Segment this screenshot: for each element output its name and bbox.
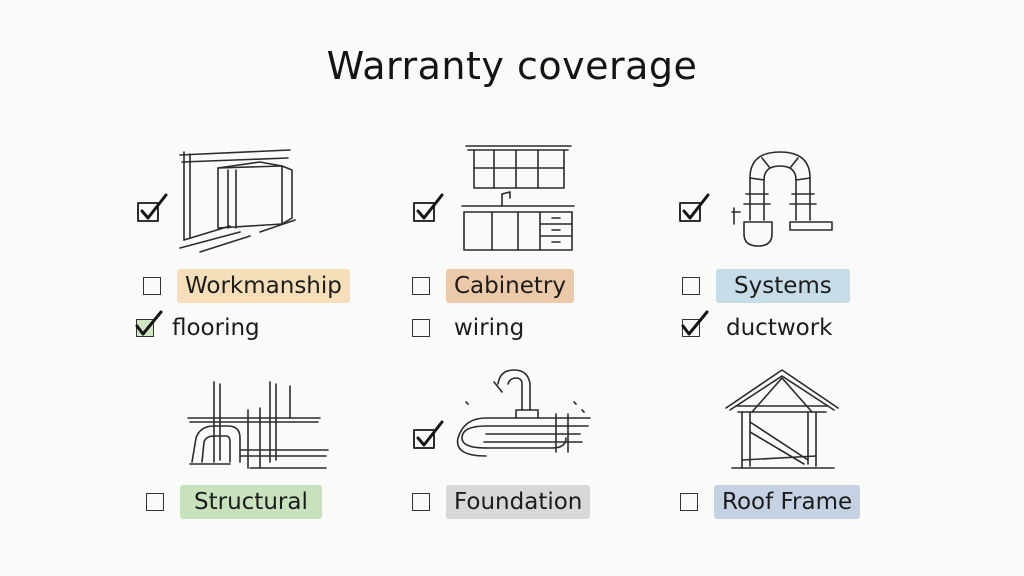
workmanship-row[interactable]: Workmanship xyxy=(143,269,350,303)
cabinetry-checkbox[interactable] xyxy=(412,277,430,295)
cabinetry-label: Cabinetry xyxy=(446,269,574,303)
wiring-checkbox[interactable] xyxy=(412,319,430,337)
duct-elbow-sketch xyxy=(722,142,842,262)
checkmark-icon xyxy=(412,193,446,223)
checkmark-icon xyxy=(412,420,446,450)
foundation-row[interactable]: Foundation xyxy=(412,485,591,519)
ductwork-row[interactable]: ductwork xyxy=(681,310,833,344)
systems-checkbox[interactable] xyxy=(682,277,700,295)
flooring-checkbox[interactable] xyxy=(135,310,163,337)
systems-row[interactable]: Systems xyxy=(682,269,850,303)
foundation-checkbox[interactable] xyxy=(412,493,430,511)
wiring-label: wiring xyxy=(454,315,525,341)
wiring-row[interactable]: wiring xyxy=(412,312,524,344)
structural-checkbox[interactable] xyxy=(146,493,164,511)
foundation-label: Foundation xyxy=(446,485,591,519)
structural-row[interactable]: Structural xyxy=(146,485,322,519)
shower-enclosure-sketch xyxy=(170,140,300,255)
roof-frame-checkbox[interactable] xyxy=(680,493,698,511)
ductwork-label: ductwork xyxy=(726,315,833,341)
roof-frame-label: Roof Frame xyxy=(714,485,861,519)
flooring-row[interactable]: flooring xyxy=(135,310,260,344)
cabinetry-row[interactable]: Cabinetry xyxy=(412,269,574,303)
plumbing-pipe-sketch xyxy=(456,362,596,472)
structural-label: Structural xyxy=(180,485,322,519)
workmanship-checkbox[interactable] xyxy=(143,277,161,295)
checkmark-icon xyxy=(678,193,712,223)
systems-label: Systems xyxy=(716,269,850,303)
checkmark-icon xyxy=(136,193,170,223)
roof-truss-sketch xyxy=(722,364,842,474)
page-title: Warranty coverage xyxy=(326,44,698,88)
kitchen-cabinet-sketch xyxy=(456,140,581,255)
workmanship-label: Workmanship xyxy=(177,269,350,303)
flooring-label: flooring xyxy=(172,315,260,341)
framing-pipe-sketch xyxy=(180,378,330,473)
ductwork-checkbox[interactable] xyxy=(681,310,709,337)
roof-frame-row[interactable]: Roof Frame xyxy=(680,485,861,519)
